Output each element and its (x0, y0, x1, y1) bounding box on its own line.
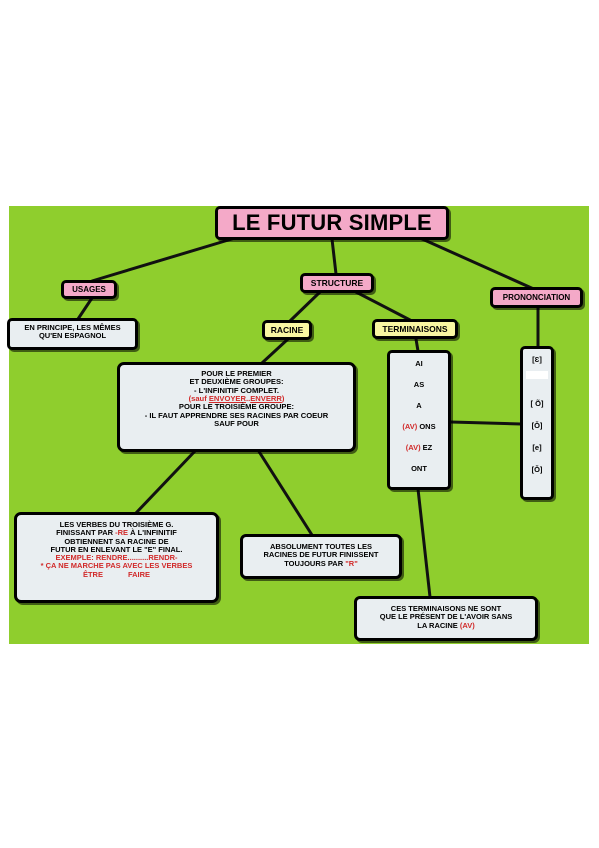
ending-text: EZ (420, 443, 433, 452)
rule-text: TOUJOURS PAR (284, 558, 346, 568)
third-group-warning-verbs: ÊTRE FAIRE (17, 569, 216, 579)
ending-item: (AV) EZ (390, 438, 448, 458)
verb-etre: ÊTRE (82, 569, 103, 579)
connector-endings-avoir (416, 487, 432, 599)
sound-item: [Ǒ] (531, 421, 543, 430)
third-group-line: FINISSANT PAR -RE À L'INFINITIF (17, 529, 216, 537)
prononciation-node: PRONONCIATION (490, 287, 583, 308)
ending-item: (AV) ONS (390, 417, 448, 437)
usages-line: QU'EN ESPAGNOL (38, 331, 107, 341)
racine-line: - IL FAUT APPRENDRE SES RACINES PAR COEU… (144, 410, 329, 420)
usages-node: USAGES (61, 280, 117, 299)
re-ending: -RE (115, 528, 129, 538)
third-group-text: FINISSANT PAR (56, 528, 116, 538)
connector-usages-text (76, 296, 94, 321)
connector-racine-all-racines (256, 448, 314, 537)
verb-faire: FAIRE (127, 569, 151, 579)
exception-open: (sauf (188, 394, 209, 404)
racine-line: ET DEUXIÈME GROUPES: (189, 377, 284, 387)
usages-description: EN PRINCIPE, LES MÊMES QU'EN ESPAGNOL (7, 318, 138, 350)
racine-line: - L'INFINITIF COMPLET. (194, 385, 279, 395)
connector-title-usages (90, 236, 237, 283)
endings-list: AI AS A (AV) ONS (AV) EZ ONT (387, 350, 451, 490)
usages-line: EN PRINCIPE, LES MÊMES (24, 323, 121, 332)
third-group-line: FUTUR EN ENLEVANT LE "E" FINAL. (50, 544, 183, 554)
ending-text: ONT (411, 464, 427, 473)
avoir-line: CES TERMINAISONS NE SONT (390, 604, 502, 613)
connector-structure-racine (288, 290, 322, 323)
ending-text: ONS (417, 422, 436, 431)
avoir-line: QUE LE PRÉSENT DE L'AVOIR SANS (379, 612, 513, 622)
sound-item: [e] (532, 443, 542, 452)
sound-item: [Ɛ] (532, 355, 542, 364)
structure-node: STRUCTURE (300, 273, 374, 293)
blank-marker (526, 371, 548, 379)
third-group-example: EXEMPLE: RENDRE..........RENDR- (55, 553, 178, 562)
connector-title-prononciation (418, 236, 538, 292)
av-tag: (AV) (405, 443, 421, 452)
third-group-line: LES VERBES DU TROISIÈME G. (59, 520, 174, 529)
avoir-line: LA RACINE (AV) (357, 620, 535, 630)
av-tag: (AV) (402, 422, 418, 431)
connector-racine-text (260, 337, 290, 365)
racine-exception-line: (sauf ENVOYER..ENVERR) (120, 394, 353, 404)
ending-item: AI (390, 354, 448, 374)
ending-item: ONT (390, 459, 448, 479)
third-group-rule: LES VERBES DU TROISIÈME G. FINISSANT PAR… (14, 512, 219, 603)
connector-terminaisons-column (414, 337, 420, 353)
racine-line: POUR LE TROISIÈME GROUPE: (178, 402, 295, 412)
sound-item: [Ǒ] (531, 465, 543, 474)
avoir-note: CES TERMINAISONS NE SONT QUE LE PRÉSENT … (354, 596, 538, 641)
ending-text: AI (415, 359, 423, 368)
third-group-line: OBTIENNENT SA RACINE DE (64, 536, 169, 546)
exception-separator: .. (245, 394, 251, 404)
r-letter: "R" (345, 558, 358, 568)
racine-description: POUR LE PREMIER ET DEUXIÈME GROUPES: - L… (117, 362, 356, 452)
third-group-text: À L'INFINITIF (128, 528, 177, 538)
exception-verb: ENVOYER (208, 394, 246, 404)
racine-line: SAUF POUR (214, 419, 259, 429)
ending-item: A (390, 396, 448, 416)
racine-line: POUR LE PREMIER (201, 369, 272, 378)
rule-line: TOUJOURS PAR "R" (243, 558, 399, 568)
connector-structure-terminaisons (354, 290, 412, 322)
pronunciation-list: [Ɛ] [ Õ] [Ǒ] [e] [Ǒ] (520, 346, 554, 500)
connector-racine-third-group (134, 448, 198, 515)
ending-text: A (416, 401, 422, 410)
ending-text: AS (413, 380, 425, 389)
sound-blank (523, 371, 551, 393)
map-title: LE FUTUR SIMPLE (215, 206, 449, 240)
avoir-text: LA RACINE (417, 620, 460, 630)
exception-close: ) (281, 394, 285, 404)
rule-line: RACINES DE FUTUR FINISSENT (263, 550, 379, 560)
connector-endings-sounds (449, 420, 523, 426)
connector-title-structure (330, 237, 338, 276)
racine-node: RACINE (262, 320, 312, 340)
racine-rule-r: ABSOLUMENT TOUTES LES RACINES DE FUTUR F… (240, 534, 402, 579)
rule-line: ABSOLUMENT TOUTES LES (270, 542, 372, 551)
sound-item: [ Õ] (530, 399, 544, 408)
av-tag: (AV) (459, 620, 475, 630)
ending-item: AS (390, 375, 448, 395)
exception-root: ENVERR (250, 394, 282, 404)
third-group-warning: * ÇA NE MARCHE PAS AVEC LES VERBES (40, 561, 193, 571)
terminaisons-node: TERMINAISONS (372, 319, 458, 339)
